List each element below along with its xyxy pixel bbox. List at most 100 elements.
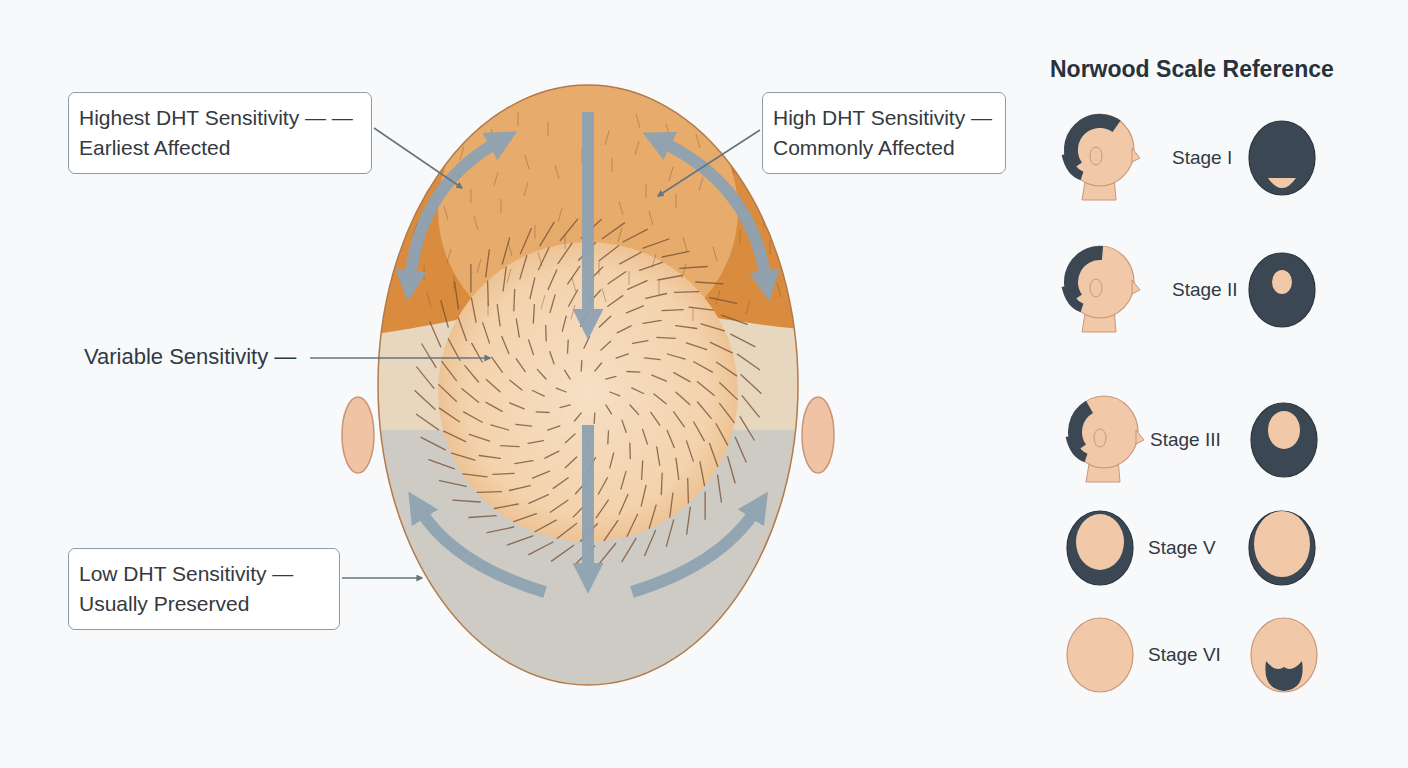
- hair-strand: [430, 136, 434, 150]
- hair-strand: [540, 222, 554, 245]
- hair-strand: [553, 478, 568, 489]
- hair-strand: [598, 478, 607, 494]
- hair-strand: [442, 361, 457, 380]
- hair-strand: [667, 354, 685, 359]
- hair-strand: [508, 242, 512, 256]
- hair-strand: [461, 119, 465, 133]
- hair-strand: [487, 527, 514, 533]
- hair-strand: [646, 184, 647, 198]
- leader-line: [374, 128, 462, 188]
- hair-strand: [720, 403, 735, 422]
- hair-strand: [548, 270, 557, 290]
- hair-strand: [599, 246, 618, 261]
- top-view-head: [1251, 618, 1317, 692]
- hair-strand: [728, 457, 735, 483]
- hair-strand: [643, 239, 669, 248]
- bald-spot: [1254, 511, 1310, 577]
- hair-strand: [471, 189, 472, 203]
- hair-strand: [575, 413, 582, 421]
- hair-strand: [453, 500, 480, 502]
- bald-spot: [1272, 270, 1292, 294]
- hair-strand: [635, 141, 639, 155]
- hair-strand: [552, 545, 574, 561]
- callout-text: High DHT Sensitivity — Commonly Affected: [773, 103, 995, 163]
- hair-strand: [731, 334, 755, 347]
- hair-strand: [606, 405, 612, 414]
- hair-strand: [545, 325, 547, 341]
- top-view-head: [1249, 253, 1315, 327]
- ear: [1090, 147, 1102, 165]
- hair-strand: [424, 266, 425, 280]
- hair-strand: [560, 219, 577, 240]
- hair-strand: [722, 315, 748, 324]
- hair-strand: [541, 295, 545, 309]
- back-zone: [370, 80, 810, 690]
- hair-strand: [640, 262, 663, 270]
- hair-strand: [633, 341, 648, 344]
- hair-strand: [509, 486, 530, 491]
- callout-text: Highest DHT Sensitivity — — Earliest Aff…: [79, 103, 361, 163]
- hair-strand: [602, 288, 606, 302]
- hair-strand: [654, 394, 666, 404]
- hair-strand: [464, 412, 483, 422]
- hair-strand: [698, 402, 712, 418]
- hair-strand: [479, 456, 500, 459]
- hair-strand: [594, 413, 596, 424]
- hair-strand: [710, 444, 718, 467]
- hair-strand: [694, 362, 713, 372]
- hair-strand: [501, 446, 519, 447]
- hair-strand: [567, 340, 569, 353]
- panel-title: Norwood Scale Reference: [1050, 56, 1334, 83]
- scalp: [1249, 253, 1315, 327]
- hair-strand: [606, 376, 616, 379]
- hair-strand: [662, 251, 689, 257]
- hair-strand: [621, 471, 626, 489]
- profile-head: [1066, 246, 1140, 332]
- hair-strand: [710, 342, 732, 353]
- hair-strand: [521, 229, 532, 254]
- hair-strand: [652, 375, 667, 381]
- hair-strand: [515, 461, 533, 464]
- hair-strand: [429, 460, 455, 469]
- hair-strand: [557, 524, 576, 539]
- top-view-head: [1067, 618, 1133, 692]
- spread-arrow: [662, 142, 766, 280]
- hair-strand: [608, 272, 626, 284]
- head: [1066, 246, 1134, 318]
- hair-strand: [414, 196, 418, 210]
- hair-strand: [477, 491, 501, 493]
- hair-strand: [555, 165, 559, 179]
- ear: [1094, 429, 1106, 447]
- scalp: [1067, 511, 1133, 585]
- hair-strand: [674, 373, 690, 382]
- hair-strand: [595, 363, 602, 371]
- hair-strand: [427, 293, 431, 307]
- hair-strand: [694, 422, 704, 441]
- hair-strand: [632, 388, 644, 394]
- hair-strand: [571, 305, 575, 319]
- hair-strand: [460, 146, 464, 160]
- hair-strand: [622, 420, 626, 432]
- hair-strand: [507, 536, 533, 545]
- hair-strand: [676, 194, 677, 208]
- hair-strand: [742, 396, 759, 417]
- hair-strand: [676, 458, 679, 479]
- hair-strand: [626, 306, 643, 313]
- nose: [1132, 280, 1140, 294]
- stage-label: Stage III: [1150, 429, 1221, 451]
- top-view-head: [1249, 511, 1315, 585]
- hair-strand: [565, 370, 571, 379]
- hair-strand: [469, 434, 489, 441]
- head: [1070, 396, 1138, 468]
- hair-strand: [683, 237, 687, 251]
- hair-strand: [723, 117, 724, 131]
- hair-strand: [516, 359, 525, 372]
- hair-strand: [548, 426, 560, 430]
- hair-strand: [686, 343, 706, 350]
- hair-strand: [550, 295, 555, 313]
- face: [1268, 178, 1296, 188]
- hair-strand: [699, 177, 703, 191]
- hair-strand: [558, 208, 562, 222]
- hair-strand: [737, 354, 759, 370]
- hair-strand: [622, 538, 636, 561]
